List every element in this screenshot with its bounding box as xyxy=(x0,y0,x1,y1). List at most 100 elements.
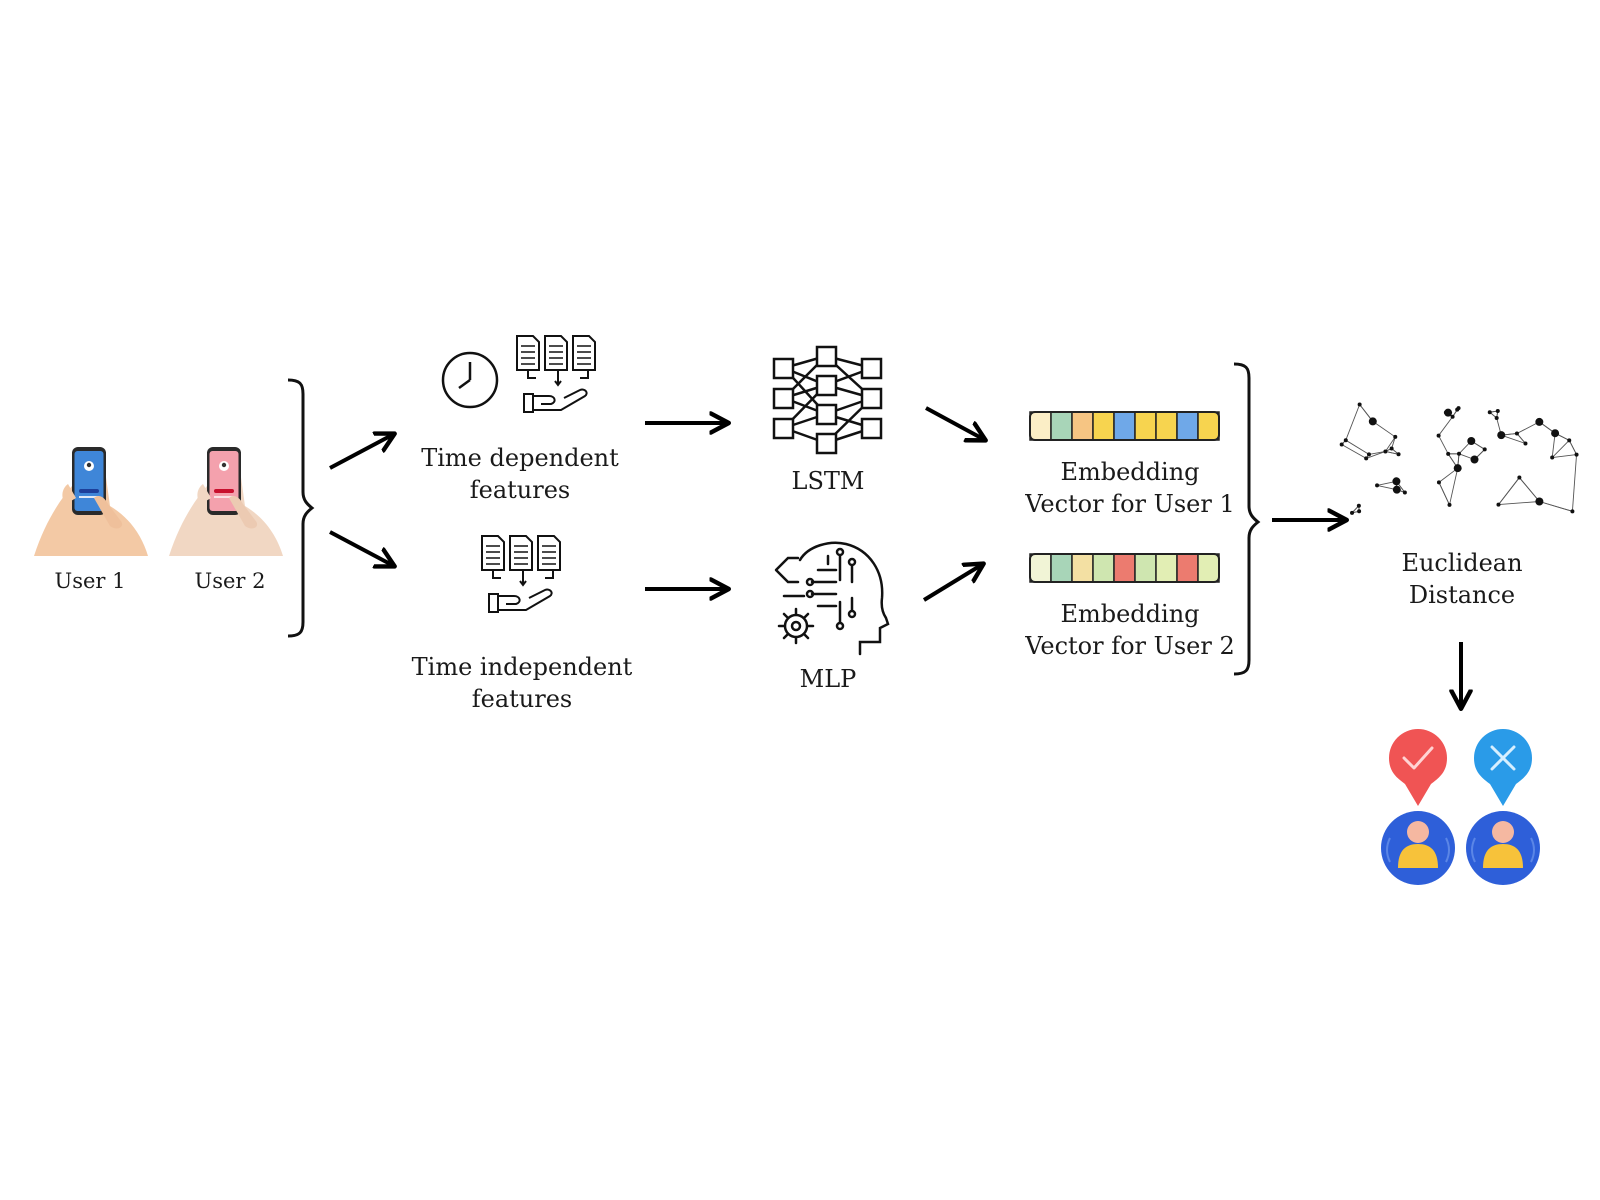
network-edge xyxy=(1539,501,1573,512)
network-node xyxy=(1570,509,1575,514)
network-node xyxy=(1396,452,1401,457)
user-2-label: User 2 xyxy=(194,569,266,593)
arrow-mlp-to-embedding xyxy=(922,564,983,602)
user-1-phone-icon xyxy=(34,447,148,556)
documents-to-hand-icon xyxy=(516,335,596,413)
embedding-vector-user-1 xyxy=(1029,411,1220,441)
network-node xyxy=(1453,464,1462,473)
network-node xyxy=(1364,456,1369,461)
network-node xyxy=(1514,431,1519,436)
network-node xyxy=(1436,433,1441,438)
embedding-cell xyxy=(1113,553,1136,583)
network-node xyxy=(1350,510,1355,515)
embedding-cell xyxy=(1029,553,1052,583)
network-node xyxy=(1375,483,1380,488)
network-node xyxy=(1482,447,1487,452)
arrow-to-time-independent xyxy=(329,530,394,566)
lstm-network-icon xyxy=(772,345,883,455)
user-1-label: User 1 xyxy=(54,569,126,593)
network-node xyxy=(1383,449,1388,454)
network-node xyxy=(1496,502,1501,507)
network-node xyxy=(1436,480,1441,485)
network-edge xyxy=(1372,421,1396,438)
embedding-cell xyxy=(1092,553,1115,583)
network-edge xyxy=(1368,451,1386,455)
network-edge xyxy=(1391,436,1396,449)
check-icon xyxy=(1402,746,1434,770)
network-node xyxy=(1447,502,1452,507)
network-node xyxy=(1550,455,1555,460)
network-node xyxy=(1574,452,1579,457)
network-node xyxy=(1567,438,1572,443)
network-edge xyxy=(1438,435,1449,455)
network-node xyxy=(1356,503,1361,508)
user-2-phone-icon xyxy=(169,447,283,556)
embedding-cell xyxy=(1029,411,1052,441)
cross-icon xyxy=(1490,745,1516,771)
network-node xyxy=(1467,436,1476,445)
documents-to-hand-icon xyxy=(481,535,561,613)
network-edge xyxy=(1552,454,1577,458)
clock-icon xyxy=(441,351,499,409)
network-edge xyxy=(1501,434,1526,444)
network-node xyxy=(1470,455,1479,464)
network-edge xyxy=(1498,501,1540,506)
embedding-cell xyxy=(1176,411,1199,441)
network-node xyxy=(1495,409,1500,414)
accepted-user-icon xyxy=(1381,729,1455,885)
network-edge xyxy=(1438,416,1453,436)
network-edge xyxy=(1551,440,1570,458)
embedding-cell xyxy=(1071,553,1094,583)
embedding-cell xyxy=(1134,411,1157,441)
time-dependent-label: Time dependent features xyxy=(421,444,619,504)
network-node xyxy=(1523,441,1528,446)
network-node xyxy=(1357,509,1362,514)
embedding-cell xyxy=(1197,553,1220,583)
embedding-cell xyxy=(1092,411,1115,441)
point-network-icon xyxy=(1339,402,1579,515)
network-node xyxy=(1343,438,1348,443)
embedding-cell xyxy=(1176,553,1199,583)
embedding-cell xyxy=(1155,411,1178,441)
embedding-outline xyxy=(1029,553,1220,583)
network-edge xyxy=(1551,433,1556,458)
network-node xyxy=(1339,442,1344,447)
network-edge xyxy=(1385,436,1396,452)
arrow-lstm-to-embedding xyxy=(925,406,985,440)
network-node xyxy=(1389,446,1394,451)
network-node xyxy=(1487,410,1492,415)
embedding-outline xyxy=(1029,411,1220,441)
network-edge xyxy=(1341,444,1367,459)
network-node xyxy=(1535,417,1544,426)
embedding-cell xyxy=(1050,411,1073,441)
mlp-label: MLP xyxy=(799,665,857,693)
network-edge xyxy=(1385,451,1399,455)
embedding-user-1-label: Embedding Vector for User 1 xyxy=(1025,458,1235,518)
network-edge xyxy=(1345,439,1370,455)
embedding-cell xyxy=(1071,411,1094,441)
embedding-user-2-label: Embedding Vector for User 2 xyxy=(1025,600,1235,660)
network-node xyxy=(1368,417,1377,426)
network-node xyxy=(1455,407,1460,412)
network-node xyxy=(1357,402,1362,407)
network-node xyxy=(1494,416,1499,421)
network-node xyxy=(1450,414,1455,419)
network-node xyxy=(1446,451,1451,456)
arrow-to-time-dependent xyxy=(329,434,394,470)
network-edge xyxy=(1516,433,1526,444)
lstm-label: LSTM xyxy=(791,467,865,495)
network-edge xyxy=(1571,454,1577,512)
network-node xyxy=(1443,410,1448,415)
euclidean-distance-label: Euclidean Distance xyxy=(1401,549,1523,609)
network-edge xyxy=(1568,440,1577,455)
embedding-cell xyxy=(1050,553,1073,583)
network-node xyxy=(1497,431,1506,440)
network-edge xyxy=(1449,468,1459,506)
network-edge xyxy=(1519,477,1540,502)
users-bracket xyxy=(287,378,315,638)
time-independent-label: Time independent features xyxy=(411,653,633,713)
network-node xyxy=(1392,477,1401,486)
network-node xyxy=(1402,490,1407,495)
embedding-cell xyxy=(1197,411,1220,441)
